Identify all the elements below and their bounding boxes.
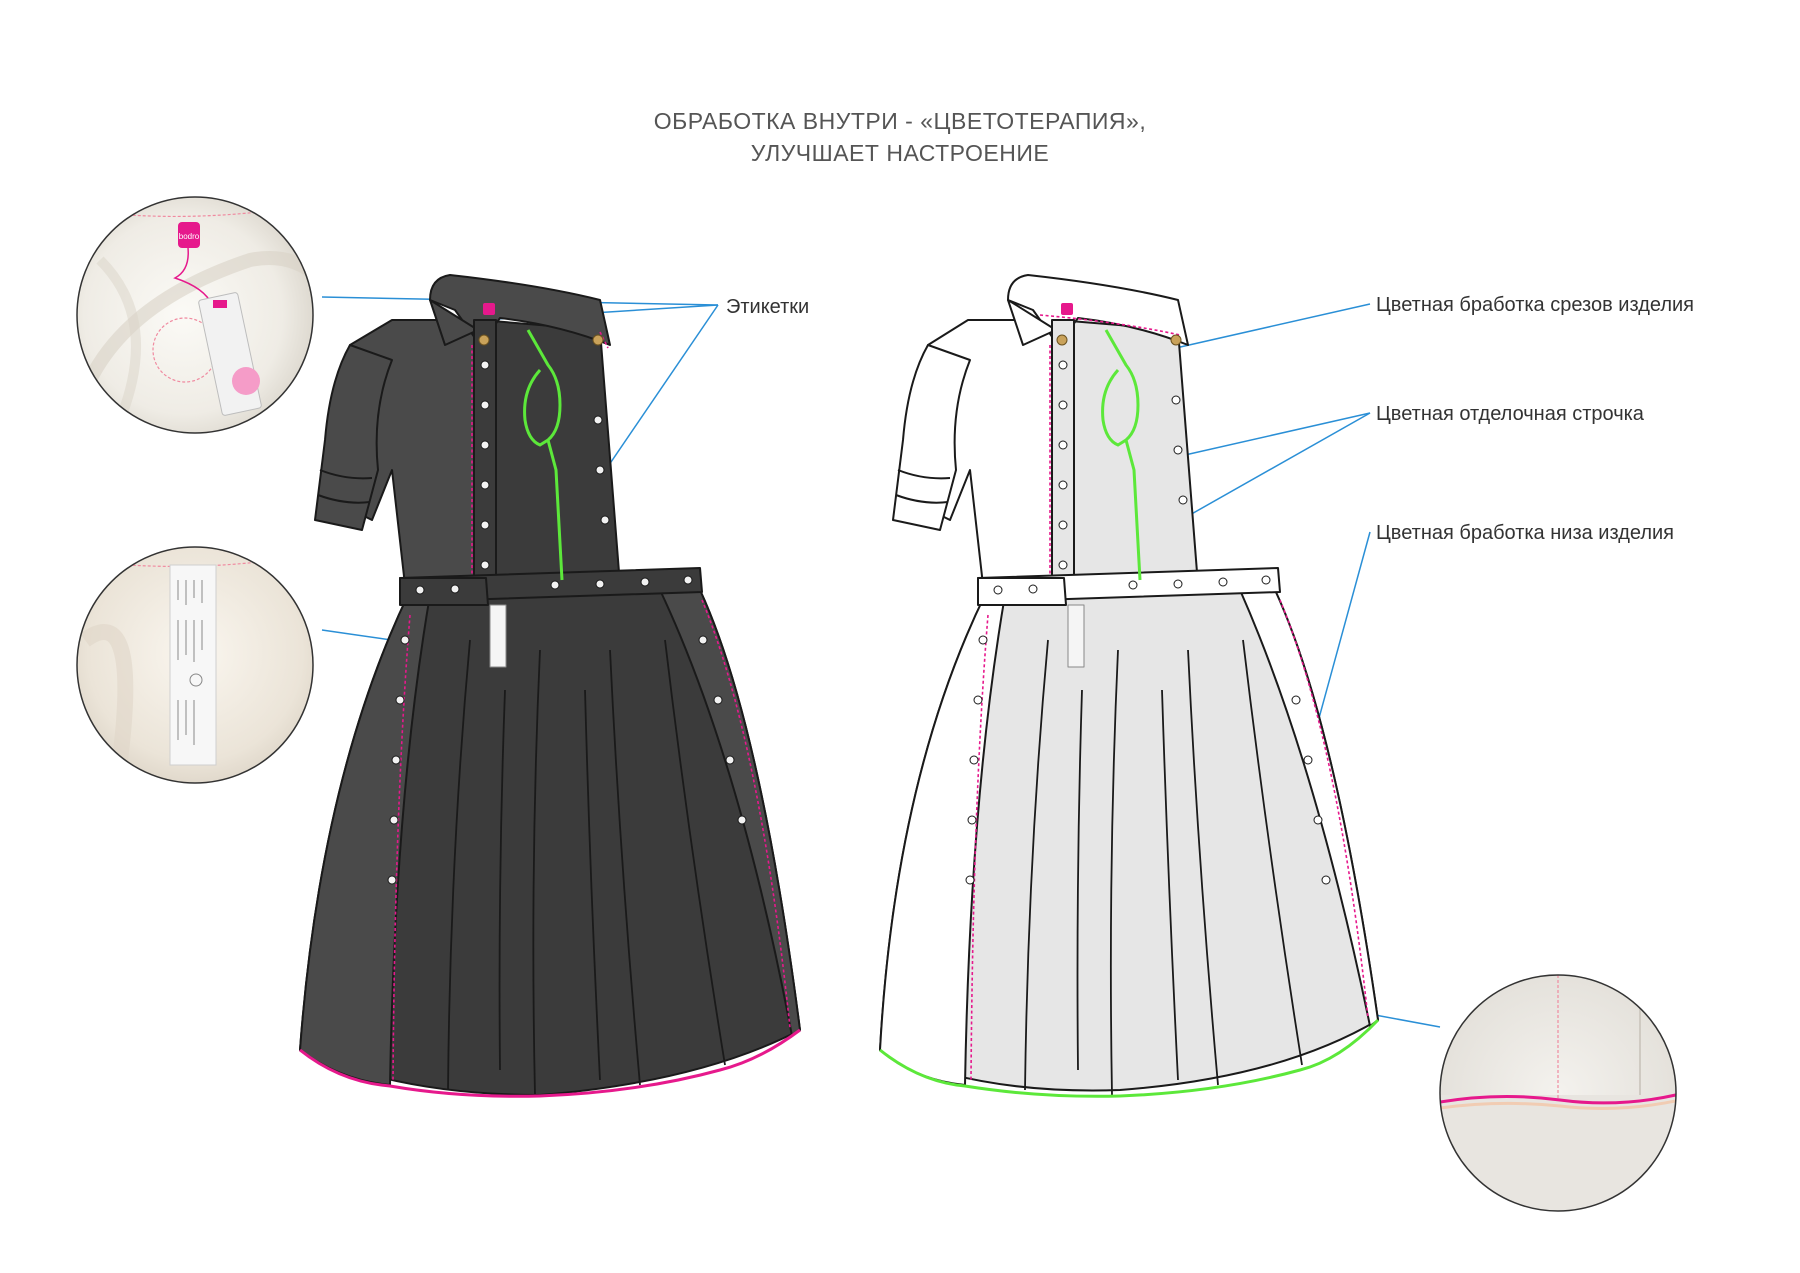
- leader-edge-finish: [1144, 303, 1371, 356]
- light-dress-green-hem: [879, 1018, 1380, 1098]
- light-dress-gold-rivets: [1056, 334, 1182, 346]
- dark-dress: [299, 274, 801, 1096]
- dark-dress-gold-rivets: [478, 334, 604, 346]
- logo-text-1: bodro: [179, 232, 200, 241]
- title-line-1: ОБРАБОТКА ВНУТРИ - «ЦВЕТОТЕРАПИЯ»,: [653, 108, 1147, 134]
- light-dress-green-seam: [1101, 329, 1142, 581]
- dark-dress-buttons: [387, 360, 747, 885]
- light-dress-logo-tag: [1061, 303, 1073, 315]
- callout-labels: Этикетки: [726, 296, 810, 318]
- dark-dress-logo-tag: [483, 303, 495, 315]
- light-dress-buttons: [965, 360, 1331, 885]
- light-dress: [879, 274, 1379, 1096]
- callout-topstitch: Цветная отделочная строчка: [1376, 403, 1644, 425]
- dark-dress-pink-hem: [299, 1028, 801, 1098]
- title-line-2: УЛУЧШАЕТ НАСТРОЕНИЕ: [750, 140, 1050, 166]
- leader-hem-circle: [1374, 1014, 1441, 1028]
- dark-dress-pink-stitching: [392, 331, 791, 1081]
- leader-topstitch-1: [1184, 412, 1371, 456]
- light-dress-pink-stitching: [970, 314, 1369, 1081]
- detail-circle-hem: [1439, 974, 1677, 1212]
- detail-circle-care-label: [76, 546, 314, 784]
- callout-edge-finish: Цветная брaботка срезов изделия: [1376, 294, 1694, 316]
- callout-hem-finish: Цветная брaботка низа изделия: [1376, 522, 1675, 544]
- dark-dress-green-seam: [523, 329, 564, 581]
- detail-circle-label-tag: bodro: [76, 196, 314, 434]
